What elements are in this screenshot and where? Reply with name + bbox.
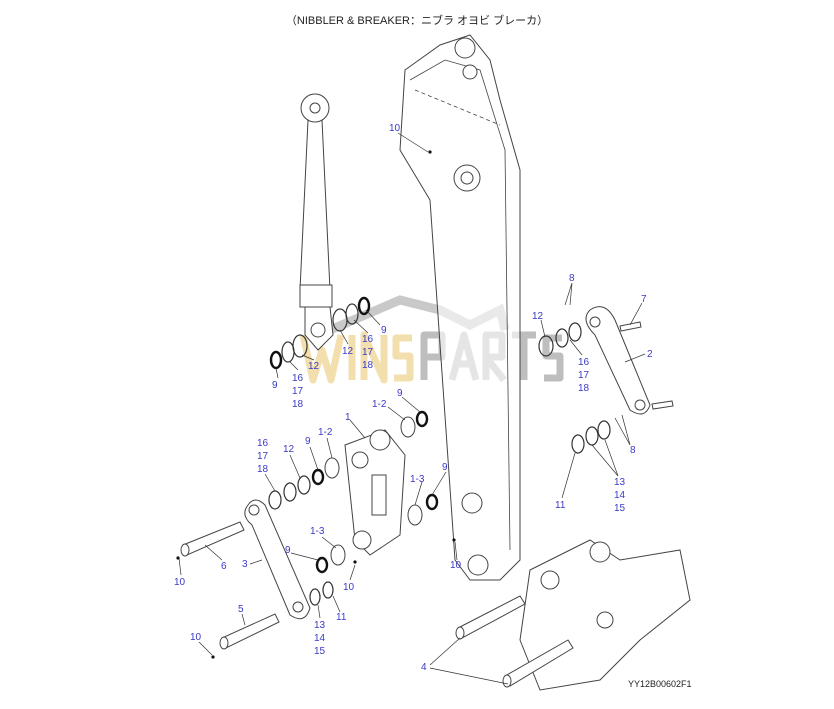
diagram-title: （NIBBLER & BREAKER：ニブラ オヨビ ブレーカ）: [285, 15, 549, 27]
link-2-drawing: [585, 306, 651, 415]
callout-9: 9: [381, 325, 387, 336]
callout-1: 1: [345, 412, 351, 423]
callout-1-3: 1-3: [310, 526, 325, 537]
callout-10: 10: [174, 577, 186, 588]
callout-14: 14: [314, 633, 326, 644]
callout-13: 13: [314, 620, 326, 631]
callout-16: 16: [292, 373, 304, 384]
link-3-drawing: [244, 499, 311, 620]
callout-2: 2: [647, 349, 653, 360]
callout-7: 7: [641, 294, 647, 305]
callout-8: 8: [630, 445, 636, 456]
callout-4: 4: [421, 662, 427, 673]
boom-drawing: [399, 34, 521, 581]
callout-12: 12: [342, 346, 354, 357]
leader-lines: [176, 132, 646, 685]
callout-13: 13: [614, 477, 626, 488]
callout-1-2: 1-2: [372, 399, 387, 410]
callout-18: 18: [578, 383, 590, 394]
callout-1-2: 1-2: [318, 427, 333, 438]
link-1-drawing: [344, 429, 406, 556]
callout-18: 18: [362, 360, 374, 371]
callout-11: 11: [336, 612, 347, 623]
callout-10: 10: [343, 582, 355, 593]
callout-17: 17: [362, 347, 374, 358]
callout-9: 9: [305, 436, 311, 447]
cylinder-drawing: [299, 93, 334, 351]
callout-16: 16: [257, 438, 269, 449]
callout-11: 11: [555, 500, 566, 511]
watermark-logo: [299, 295, 564, 384]
callout-5: 5: [238, 604, 244, 615]
callout-16: 16: [578, 357, 590, 368]
callout-15: 15: [314, 646, 326, 657]
drawing-code: YY12B00602F1: [628, 679, 692, 689]
callout-labels: 10 8 7 12 2 16 17 18 9 12 16 17 18 12 9 …: [174, 123, 653, 673]
callout-9: 9: [442, 462, 448, 473]
callout-6: 6: [221, 561, 227, 572]
callout-9: 9: [285, 545, 291, 556]
callout-17: 17: [257, 451, 269, 462]
rings-drawing: [268, 296, 611, 606]
callout-18: 18: [257, 464, 269, 475]
callout-17: 17: [578, 370, 590, 381]
callout-12: 12: [532, 311, 544, 322]
callout-16: 16: [362, 334, 374, 345]
callout-15: 15: [614, 503, 626, 514]
callout-10: 10: [450, 560, 462, 571]
callout-9: 9: [272, 380, 278, 391]
callout-10: 10: [190, 632, 202, 643]
callout-1-3: 1-3: [410, 474, 425, 485]
callout-18: 18: [292, 399, 304, 410]
callout-12: 12: [308, 361, 320, 372]
callout-17: 17: [292, 386, 304, 397]
bracket-drawing: [519, 539, 691, 691]
callout-8: 8: [569, 273, 575, 284]
callout-10: 10: [389, 123, 401, 134]
pins-drawing: [180, 321, 674, 688]
callout-9: 9: [397, 388, 403, 399]
callout-14: 14: [614, 490, 626, 501]
callout-3: 3: [242, 559, 248, 570]
callout-12: 12: [283, 444, 295, 455]
